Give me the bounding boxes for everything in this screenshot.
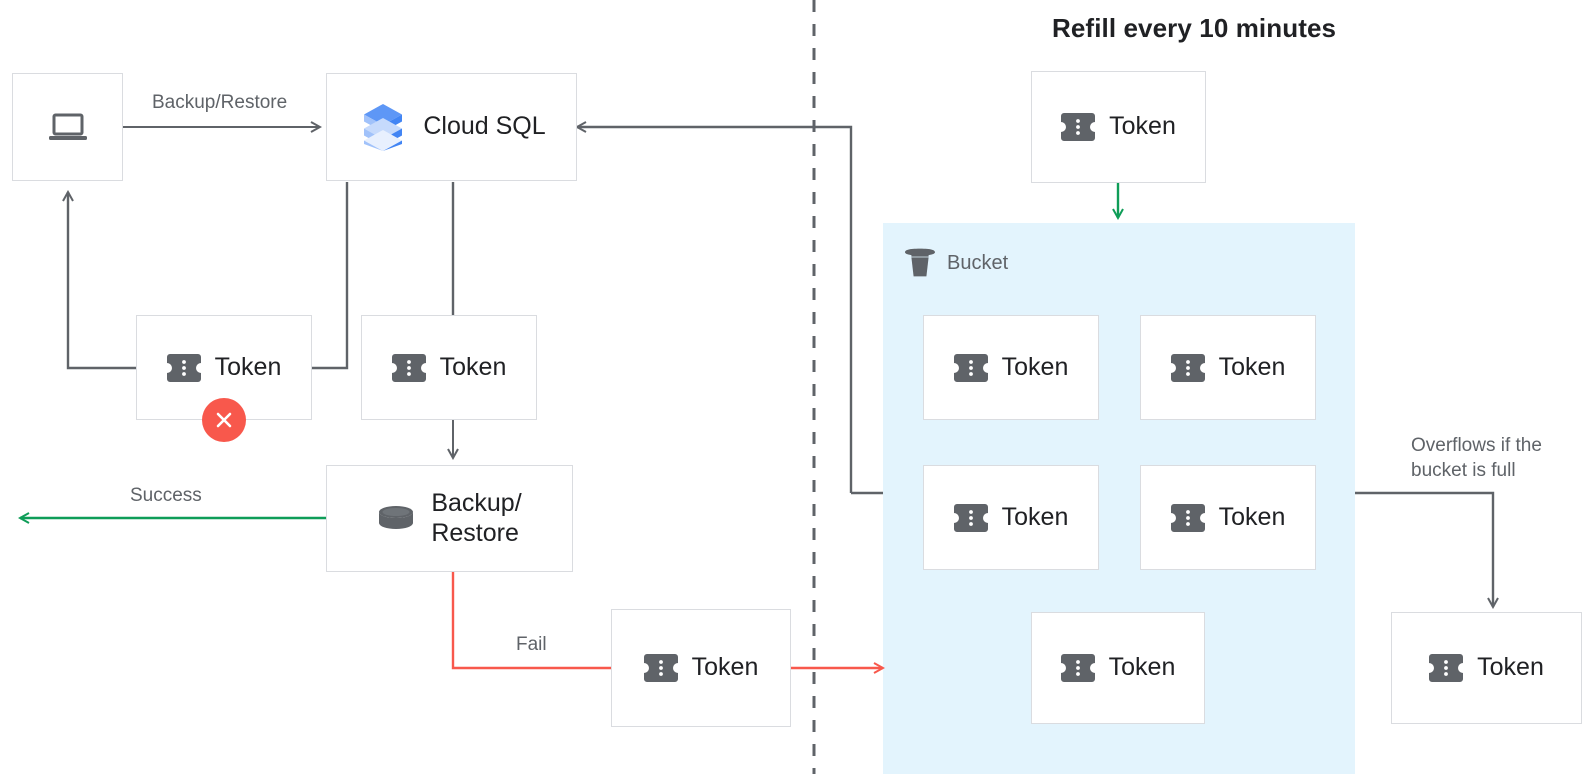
wire-cloudsql-to-token-left bbox=[312, 182, 349, 370]
node-label: Token bbox=[1001, 502, 1069, 531]
cloud-sql-icon bbox=[357, 101, 409, 153]
token-icon bbox=[953, 353, 988, 383]
token-icon bbox=[1060, 653, 1095, 683]
node-label: Token bbox=[1477, 653, 1544, 682]
node-cloud-sql[interactable]: Cloud SQL bbox=[326, 73, 577, 181]
node-label: Token bbox=[691, 653, 759, 682]
bucket-token-2[interactable]: Token bbox=[1140, 315, 1316, 420]
node-label: Token bbox=[1109, 112, 1176, 141]
node-token-fail[interactable]: Token bbox=[611, 609, 791, 727]
bucket-label: Bucket bbox=[947, 251, 1009, 274]
database-icon bbox=[377, 502, 415, 536]
close-icon bbox=[216, 412, 232, 428]
edge-label-backup-restore: Backup/Restore bbox=[152, 92, 288, 113]
page-title: Refill every 10 minutes bbox=[1052, 13, 1337, 43]
node-label: Token bbox=[214, 352, 282, 381]
token-icon bbox=[1429, 653, 1464, 683]
token-icon bbox=[166, 353, 201, 383]
node-token-refill[interactable]: Token bbox=[1031, 71, 1206, 183]
token-icon bbox=[953, 503, 988, 533]
node-client[interactable] bbox=[12, 73, 123, 181]
node-label: Backup/ Restore bbox=[431, 489, 522, 547]
node-label: Token bbox=[439, 352, 507, 381]
wire-bucket-overflow bbox=[1355, 491, 1493, 607]
wire-bucket-to-cloudsql bbox=[577, 127, 853, 493]
token-icon bbox=[1170, 353, 1205, 383]
token-icon bbox=[1170, 503, 1205, 533]
laptop-icon bbox=[46, 107, 90, 147]
bucket-token-4[interactable]: Token bbox=[1140, 465, 1316, 570]
wire-token-left-to-client bbox=[68, 192, 136, 370]
bucket-token-1[interactable]: Token bbox=[923, 315, 1099, 420]
token-icon bbox=[643, 653, 678, 683]
node-token-mid[interactable]: Token bbox=[361, 315, 537, 420]
bucket-header: Bucket bbox=[903, 248, 1008, 278]
node-label: Token bbox=[1001, 352, 1069, 381]
node-label: Cloud SQL bbox=[423, 112, 546, 141]
bucket-icon bbox=[903, 248, 937, 278]
token-icon bbox=[1061, 112, 1096, 142]
bucket-token-5[interactable]: Token bbox=[1031, 612, 1205, 724]
node-backup-restore[interactable]: Backup/ Restore bbox=[326, 465, 573, 572]
node-label: Token bbox=[1218, 502, 1286, 531]
error-x-badge bbox=[202, 398, 246, 442]
bucket-token-3[interactable]: Token bbox=[923, 465, 1099, 570]
edge-label-success: Success bbox=[130, 485, 202, 506]
node-label: Token bbox=[1218, 352, 1286, 381]
edge-label-fail: Fail bbox=[516, 634, 547, 655]
edge-label-overflow: Overflows if the bucket is full bbox=[1411, 435, 1542, 481]
node-label: Token bbox=[1108, 653, 1176, 682]
node-token-overflow[interactable]: Token bbox=[1391, 612, 1582, 724]
token-icon bbox=[391, 353, 426, 383]
